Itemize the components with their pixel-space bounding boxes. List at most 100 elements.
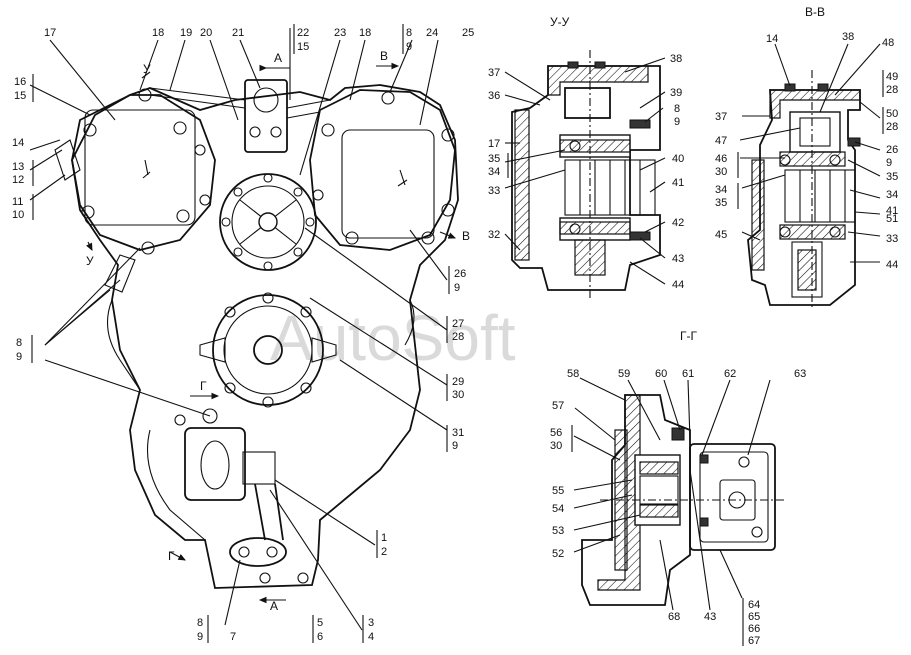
vv-30: 30 <box>715 166 727 178</box>
pipe <box>254 483 284 541</box>
gg-58: 58 <box>567 368 579 380</box>
gg-61: 61 <box>682 368 694 380</box>
callout-30: 30 <box>452 389 464 401</box>
uu-33: 33 <box>488 185 500 197</box>
callout-4: 4 <box>368 631 374 643</box>
callout-12: 12 <box>12 174 24 186</box>
uu-37: 37 <box>488 67 500 79</box>
section-gg-leaders <box>573 377 771 611</box>
gg-65: 65 <box>748 611 760 623</box>
uu-9: 9 <box>674 116 680 128</box>
vv-14: 14 <box>766 33 778 45</box>
uu-42: 42 <box>672 217 684 229</box>
bracket <box>244 79 288 153</box>
uu-44: 44 <box>672 279 684 291</box>
gg-53: 53 <box>552 525 564 537</box>
gg-59: 59 <box>618 368 630 380</box>
gg-66: 66 <box>748 623 760 635</box>
vv-9: 9 <box>886 157 892 169</box>
section-gg-title: Г-Г <box>680 329 697 343</box>
right-cover <box>309 89 456 251</box>
marker-g-mid: Г <box>200 379 207 393</box>
callout-24: 24 <box>426 27 438 39</box>
marker-u-top: У <box>143 62 151 76</box>
gg-62: 62 <box>724 368 736 380</box>
callout-25: 25 <box>462 27 474 39</box>
housing-outline <box>71 84 459 589</box>
callout-9c: 9 <box>16 351 22 363</box>
vv-49: 49 <box>886 71 898 83</box>
callout-20: 20 <box>200 27 212 39</box>
gg-64: 64 <box>748 599 760 611</box>
callout-7: 7 <box>230 631 236 643</box>
uu-17: 17 <box>488 138 500 150</box>
callout-2: 2 <box>381 546 387 558</box>
callout-13: 13 <box>12 161 24 173</box>
section-gg: Г-Г <box>581 329 785 606</box>
gg-67: 67 <box>748 635 760 647</box>
vv-48: 48 <box>882 37 894 49</box>
gg-68: 68 <box>668 611 680 623</box>
marker-v-top: В <box>380 49 388 63</box>
section-gg-callouts: 58 59 60 61 62 63 57 56 30 55 54 53 52 6… <box>550 368 806 647</box>
uu-41: 41 <box>672 177 684 189</box>
gg-30: 30 <box>550 440 562 452</box>
uu-8: 8 <box>674 103 680 115</box>
vv-28a: 28 <box>886 84 898 96</box>
left-cover-bolts <box>81 88 211 255</box>
left-cover <box>71 94 216 251</box>
section-uu-callouts: 38 37 36 39 8 9 17 35 34 40 33 41 42 32 … <box>488 53 684 291</box>
uu-39: 39 <box>670 87 682 99</box>
vv-41: 41 <box>886 205 898 217</box>
vv-51: 51 <box>886 213 898 225</box>
callout-9b: 9 <box>454 282 460 294</box>
callout-11: 11 <box>12 196 23 208</box>
right-cover-bolts <box>312 91 455 245</box>
callout-8b: 8 <box>16 337 22 349</box>
left-cover-plate <box>84 109 196 226</box>
callout-9e: 9 <box>197 631 203 643</box>
pump-flange <box>212 294 324 406</box>
callout-29: 29 <box>452 376 464 388</box>
vv-28b: 28 <box>886 121 898 133</box>
section-vv-callouts: 14 38 48 49 28 37 50 28 47 46 30 26 9 35… <box>715 31 898 271</box>
callout-8c: 8 <box>197 617 203 629</box>
main-leaders <box>29 28 448 631</box>
callout-5: 5 <box>317 617 323 629</box>
marker-v-right: В <box>462 229 470 243</box>
callout-26: 26 <box>454 268 466 280</box>
uu-36: 36 <box>488 90 500 102</box>
callout-15b: 15 <box>14 90 26 102</box>
vv-46: 46 <box>715 153 727 165</box>
section-uu-leaders <box>504 57 666 285</box>
vv-34b: 34 <box>886 189 898 201</box>
callout-1: 1 <box>381 532 387 544</box>
callout-28: 28 <box>452 331 464 343</box>
gg-56: 56 <box>550 427 562 439</box>
callout-14: 14 <box>12 137 24 149</box>
right-cover-plate <box>341 129 435 239</box>
gg-60: 60 <box>655 368 667 380</box>
callout-23: 23 <box>334 27 346 39</box>
marker-a-top: А <box>274 51 282 65</box>
callout-9d: 9 <box>452 440 458 452</box>
callout-21: 21 <box>232 27 244 39</box>
vv-35a: 35 <box>886 171 898 183</box>
gg-55: 55 <box>552 485 564 497</box>
uu-35: 35 <box>488 153 500 165</box>
vv-34a: 34 <box>715 184 727 196</box>
vv-37: 37 <box>715 111 727 123</box>
callout-15: 15 <box>297 41 309 53</box>
vv-33: 33 <box>886 233 898 245</box>
uu-34: 34 <box>488 166 500 178</box>
section-uu: У-У <box>511 15 661 300</box>
callout-3: 3 <box>368 617 374 629</box>
callout-31: 31 <box>452 427 464 439</box>
vv-38: 38 <box>842 31 854 43</box>
section-vv: В-В <box>747 5 861 310</box>
callout-9: 9 <box>406 41 412 53</box>
vv-50: 50 <box>886 108 898 120</box>
watermark-text: AutoSoft <box>270 302 516 374</box>
